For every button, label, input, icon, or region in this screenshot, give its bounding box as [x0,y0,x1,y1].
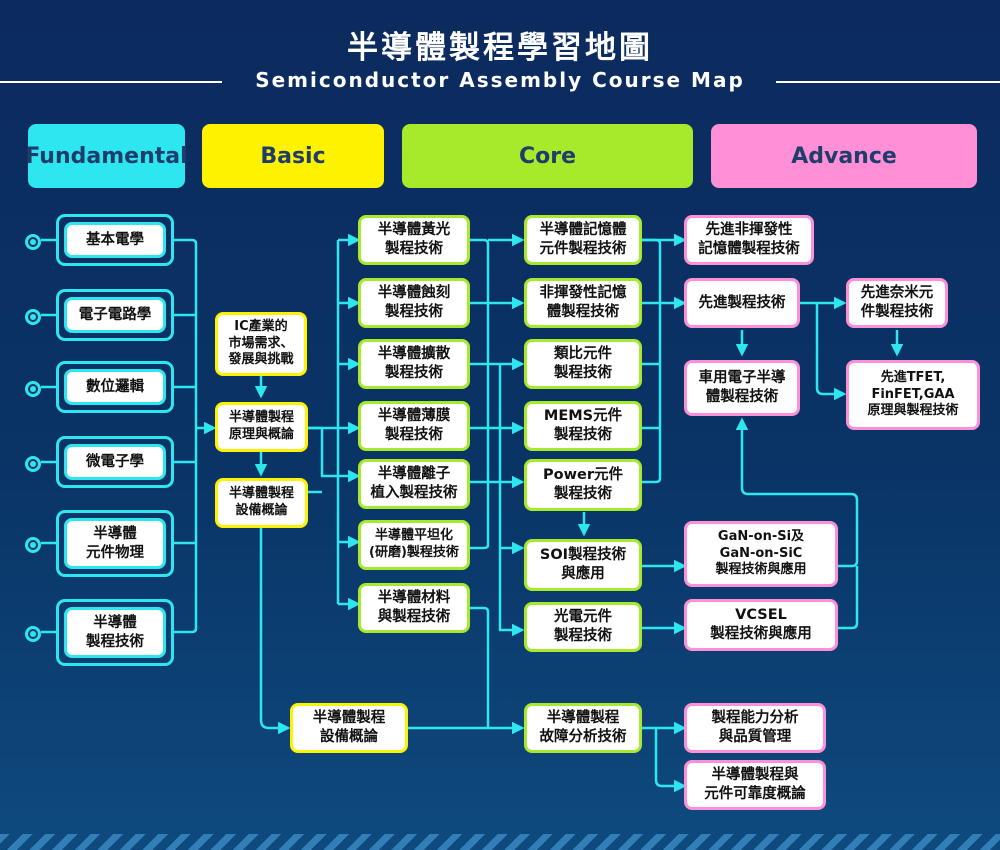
title-rule-left [0,81,222,83]
bullet-icon [25,456,41,472]
node-optoelectronic-device[interactable]: 光電元件 製程技術 [524,602,642,652]
node-soi-process[interactable]: SOI製程技術 與應用 [524,539,642,591]
node-analog-device[interactable]: 類比元件 製程技術 [524,339,642,389]
node-materials[interactable]: 半導體材料 與製程技術 [358,583,470,633]
node-reliability[interactable]: 半導體製程與 元件可靠度概論 [684,760,826,810]
node-process-principles[interactable]: 半導體製程 原理與概論 [215,402,308,452]
node-microelectronics[interactable]: 微電子學 [64,444,166,480]
node-automotive-semi[interactable]: 車用電子半導 體製程技術 [684,360,800,416]
header-basic: Basic [202,124,384,188]
node-lithography[interactable]: 半導體黃光 製程技術 [358,215,470,265]
fundamental-frame [56,289,174,341]
fundamental-frame [56,214,174,266]
node-device-physics[interactable]: 半導體 元件物理 [64,518,166,569]
node-vcsel[interactable]: VCSEL 製程技術與應用 [684,599,838,651]
footer-stripes [0,834,1000,850]
fundamental-frame [56,361,174,413]
node-ic-industry[interactable]: IC產業的 市場需求、 發展與挑戰 [215,312,307,376]
bullet-icon [25,537,41,553]
node-basic-electricity[interactable]: 基本電學 [64,222,166,258]
node-tfet-finfet[interactable]: 先進TFET, FinFET,GAA 原理與製程技術 [846,360,980,430]
header-fundamental: Fundamental [25,124,188,188]
node-process-technology[interactable]: 半導體 製程技術 [64,607,166,658]
bullet-icon [25,234,41,250]
node-etching[interactable]: 半導體蝕刻 製程技術 [358,278,470,328]
node-thin-film[interactable]: 半導體薄膜 製程技術 [358,401,470,451]
fundamental-frame [56,436,174,488]
bullet-icon [25,381,41,397]
node-advanced-process[interactable]: 先進製程技術 [684,278,800,328]
node-nonvolatile-memory[interactable]: 非揮發性記憶 體製程技術 [524,278,642,328]
node-cmp[interactable]: 半導體平坦化 (研磨)製程技術 [358,520,470,570]
fundamental-frame [56,510,174,577]
node-advanced-nvm[interactable]: 先進非揮發性 記憶體製程技術 [684,215,814,265]
node-equipment-overview-2[interactable]: 半導體製程 設備概論 [290,703,408,753]
title-rule-right [776,81,1000,83]
node-diffusion[interactable]: 半導體擴散 製程技術 [358,339,470,389]
node-ion-implant[interactable]: 半導體離子 植入製程技術 [358,459,470,509]
node-memory-device[interactable]: 半導體記憶體 元件製程技術 [524,215,642,265]
node-gan[interactable]: GaN-on-Si及 GaN-on-SiC 製程技術與應用 [684,521,838,587]
header-advance: Advance [711,124,977,188]
node-failure-analysis[interactable]: 半導體製程 故障分析技術 [524,703,642,753]
node-mems-device[interactable]: MEMS元件 製程技術 [524,401,642,451]
header-core: Core [402,124,693,188]
node-equipment-overview[interactable]: 半導體製程 設備概論 [215,478,308,528]
node-electronic-circuits[interactable]: 電子電路學 [64,297,166,333]
node-digital-logic[interactable]: 數位邏輯 [64,369,166,405]
node-power-device[interactable]: Power元件 製程技術 [524,459,642,511]
node-process-capability[interactable]: 製程能力分析 與品質管理 [684,703,826,753]
bullet-icon [25,309,41,325]
bullet-icon [25,626,41,642]
page-title-zh: 半導體製程學習地圖 [347,30,653,66]
fundamental-frame [56,599,174,666]
node-advanced-nano[interactable]: 先進奈米元 件製程技術 [846,278,948,328]
page-title-en: Semiconductor Assembly Course Map [255,68,745,92]
